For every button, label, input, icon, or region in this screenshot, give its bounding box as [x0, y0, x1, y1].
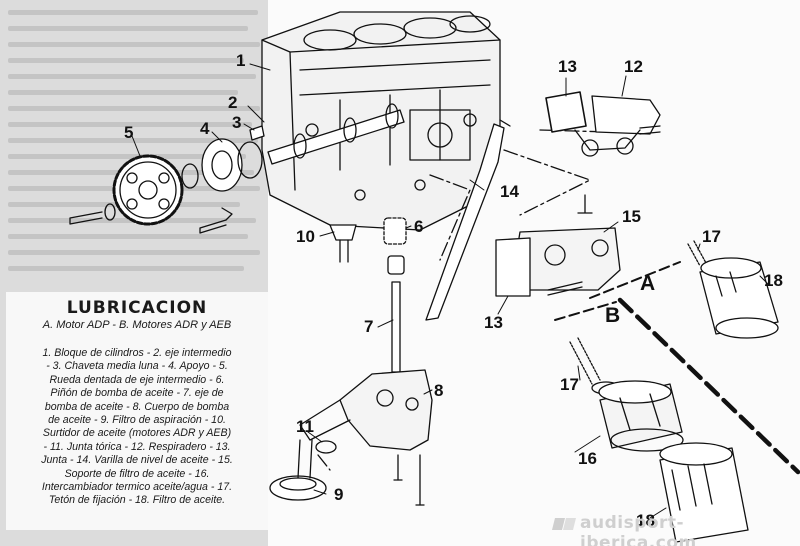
- faded-text-line: [8, 154, 246, 159]
- legend-line: - 3. Chaveta media luna - 4. Apoyo - 5.: [46, 360, 228, 373]
- intermediate-shaft: [267, 103, 405, 165]
- clip: [221, 207, 233, 221]
- callout-8: 8: [434, 381, 443, 400]
- faded-text-line: [8, 74, 256, 79]
- callout-13-lower: 13: [484, 313, 503, 332]
- o-ring: [315, 440, 337, 454]
- intermediate-shaft-sprocket: [69, 154, 184, 226]
- legend-line: Surtidor de aceite (motores ADR y AEB): [42, 427, 232, 440]
- callout-5: 5: [124, 123, 133, 142]
- callout-9: 9: [334, 485, 343, 504]
- legend-line: Tetón de fijación - 18. Filtro de aceite…: [48, 494, 226, 507]
- callout-16: 16: [578, 449, 597, 468]
- legend-line: Junta - 14. Varilla de nivel de aceite -…: [41, 454, 233, 467]
- legend-subtitle: A. Motor ADP - B. Motores ADR y AEB: [42, 319, 232, 331]
- faded-text-line: [8, 122, 252, 127]
- faded-text-line: [8, 42, 260, 47]
- oil-pump-body: [299, 369, 433, 506]
- callout-10: 10: [296, 227, 315, 246]
- callout-1: 1: [236, 51, 245, 70]
- variant-separator: [554, 301, 617, 321]
- dipstick: [425, 119, 511, 321]
- leader-lines: [131, 63, 769, 519]
- legend-line: de aceite - 9. Filtro de aspiración - 10…: [48, 414, 226, 427]
- legend-box: LUBRICACION A. Motor ADP - B. Motores AD…: [6, 292, 268, 530]
- legend-line: - 11. Junta tórica - 12. Respiradero - 1…: [43, 440, 231, 453]
- variant-divider: [617, 297, 800, 475]
- legend-body: 1. Bloque de cilindros - 2. eje intermed…: [10, 347, 264, 508]
- callout-labels: 1 2 3 4 5 6 7 8 9 10 11 12 13 13 14 15 1…: [124, 51, 783, 530]
- fixing-stud: [687, 240, 707, 267]
- faded-text-line: [8, 266, 244, 271]
- callout-13: 13: [558, 57, 577, 76]
- faded-text-line: [8, 90, 238, 95]
- shaft-support: [181, 138, 263, 192]
- faded-text-line: [8, 26, 248, 31]
- watermark-logo-icon: [552, 518, 576, 530]
- callout-18-b: 18: [636, 511, 655, 530]
- callout-2: 2: [228, 93, 237, 112]
- legend-line: Soporte de filtro de aceite - 16.: [64, 467, 210, 480]
- breather-gasket: [545, 91, 587, 133]
- faded-text-line: [8, 234, 248, 239]
- legend-line: bomba de aceite - 8. Cuerpo de bomba: [44, 400, 230, 413]
- oil-jet: [329, 224, 357, 263]
- callout-18: 18: [764, 271, 783, 290]
- faded-text-line: [8, 58, 244, 63]
- legend-line: Rueda dentada de eje intermedio - 6.: [49, 373, 225, 386]
- faded-text-line: [8, 250, 260, 255]
- watermark-text: audisport-iberica.com: [580, 513, 697, 546]
- oil-filter-b: [659, 442, 749, 543]
- callout-17: 17: [702, 227, 721, 246]
- faded-text-line: [8, 106, 260, 111]
- oil-filter-bracket: [514, 194, 621, 296]
- faded-text-line: [8, 10, 258, 15]
- callout-11: 11: [296, 417, 314, 436]
- breather: [574, 95, 661, 157]
- callout-4: 4: [200, 119, 210, 138]
- callout-7: 7: [364, 317, 373, 336]
- variant-label-b: B: [605, 304, 620, 327]
- suction-strainer: [269, 439, 327, 501]
- callout-15: 15: [622, 207, 641, 226]
- callout-6: 6: [414, 217, 423, 236]
- bracket-gasket: [495, 237, 531, 297]
- variant-separator: [589, 261, 681, 299]
- variant-label-a: A: [640, 272, 655, 295]
- callout-14: 14: [500, 182, 519, 201]
- legend-line: 1. Bloque de cilindros - 2. eje intermed…: [42, 347, 232, 359]
- oil-pump-pinion: [383, 217, 407, 275]
- callout-12: 12: [624, 57, 643, 76]
- faded-text-line: [8, 138, 258, 143]
- legend-title: LUBRICACION: [66, 298, 208, 318]
- legend-line: Intercambiador termico aceite/agua - 17.: [41, 481, 233, 494]
- callout-17-b: 17: [560, 375, 579, 394]
- oil-pump-shaft: [391, 281, 401, 373]
- bolt: [199, 219, 227, 234]
- oil-water-cooler: [598, 380, 684, 452]
- oil-filter-a: [699, 257, 779, 339]
- watermark: audisport-iberica.com: [552, 512, 792, 546]
- legend-line: Piñón de bomba de aceite - 7. eje de: [50, 387, 224, 400]
- callout-3: 3: [232, 113, 241, 132]
